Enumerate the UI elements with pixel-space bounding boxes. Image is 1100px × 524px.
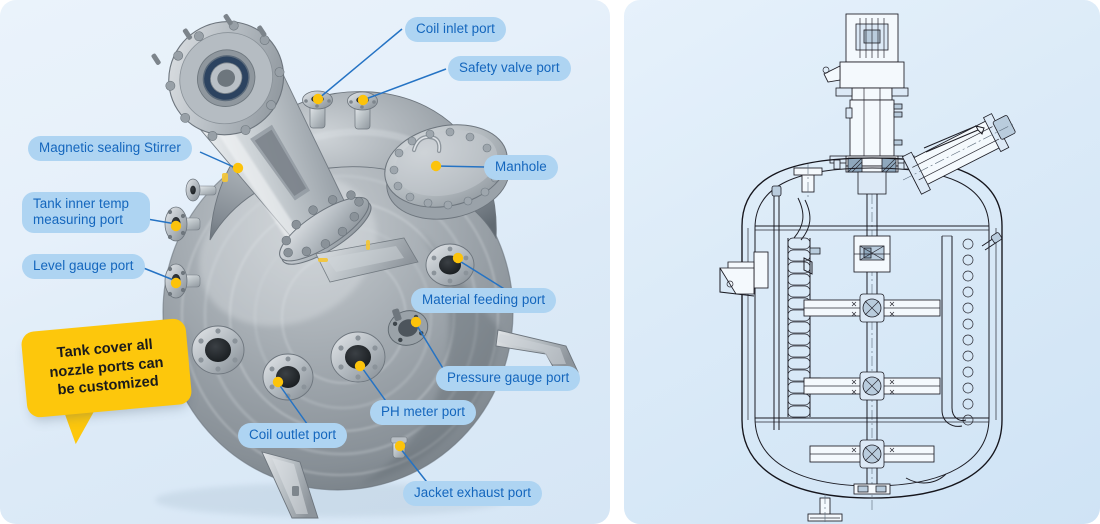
right-side-stub [981,232,1003,251]
callout-coil-inlet-port[interactable]: Coil inlet port [405,17,506,42]
callout-label: Magnetic sealing Stirrer [39,140,181,155]
callout-label: Material feeding port [422,292,546,307]
right-drawing-panel [624,0,1100,524]
drive-motor [822,13,905,89]
callout-ph-meter-port[interactable]: PH meter port [370,400,476,425]
support-lug-left [719,251,769,297]
customization-callout[interactable]: Tank cover all nozzle ports can be custo… [20,317,193,446]
shaft-coupling [853,235,891,273]
impeller-middle [803,371,941,401]
magnetic-sealing-stirrer [151,14,372,265]
reactor-technical-drawing [719,13,1016,524]
callout-safety-valve-port[interactable]: Safety valve port [448,56,571,81]
callout-label: PH meter port [381,404,465,419]
top-left-nozzle [793,164,823,198]
nozzle-unlabeled-left [191,325,245,375]
callout-pressure-gauge-port[interactable]: Pressure gauge port [436,366,581,391]
small-side-nozzle [185,178,217,202]
bottom-bearing [853,483,891,495]
angled-nozzle-handle [923,125,985,153]
callout-manhole[interactable]: Manhole [484,155,558,180]
stirrer-column [835,87,909,158]
callout-text: Tank cover all nozzle ports can be custo… [20,318,192,419]
callout-label: Pressure gauge port [447,370,570,385]
stirrer-support-gusset [315,237,419,283]
left-photo-panel: Coil inlet port Safety valve port Magnet… [0,0,610,524]
callout-label: Safety valve port [459,60,560,75]
callout-label-line1: Tank inner temp [33,196,130,211]
callout-tank-inner-temp-measuring-port[interactable]: Tank inner temp measuring port [22,192,150,233]
callout-jacket-exhaust-port[interactable]: Jacket exhaust port [403,481,543,506]
callout-label: Jacket exhaust port [414,485,532,500]
internal-baffle-perforated [941,235,974,427]
support-leg-bottom [261,451,319,519]
callout-label: Manhole [495,159,547,174]
impeller-lower [809,439,935,469]
callout-magnetic-sealing-stirrer[interactable]: Magnetic sealing Stirrer [28,136,192,161]
bottom-jacket-drain [905,473,947,484]
callout-coil-outlet-port[interactable]: Coil outlet port [238,423,348,448]
left-side-inlet-pipe [771,185,782,430]
callout-label: Coil inlet port [416,21,495,36]
callout-material-feeding-port[interactable]: Material feeding port [411,288,557,313]
callout-level-gauge-port[interactable]: Level gauge port [22,254,145,279]
bottom-discharge-leg [807,494,843,524]
impeller-upper [803,293,941,323]
angled-manhole-nozzle [901,113,1016,195]
magnetic-seal-flange [829,155,915,195]
callout-label-line2: measuring port [33,211,124,227]
nozzle-ph-meter [330,331,386,383]
nozzle-coil-outlet [262,353,314,401]
callout-label: Coil outlet port [249,427,337,442]
nozzle-jacket-exhaust [390,436,408,459]
nozzle-material-feeding [425,243,475,287]
callout-label: Level gauge port [33,258,134,273]
